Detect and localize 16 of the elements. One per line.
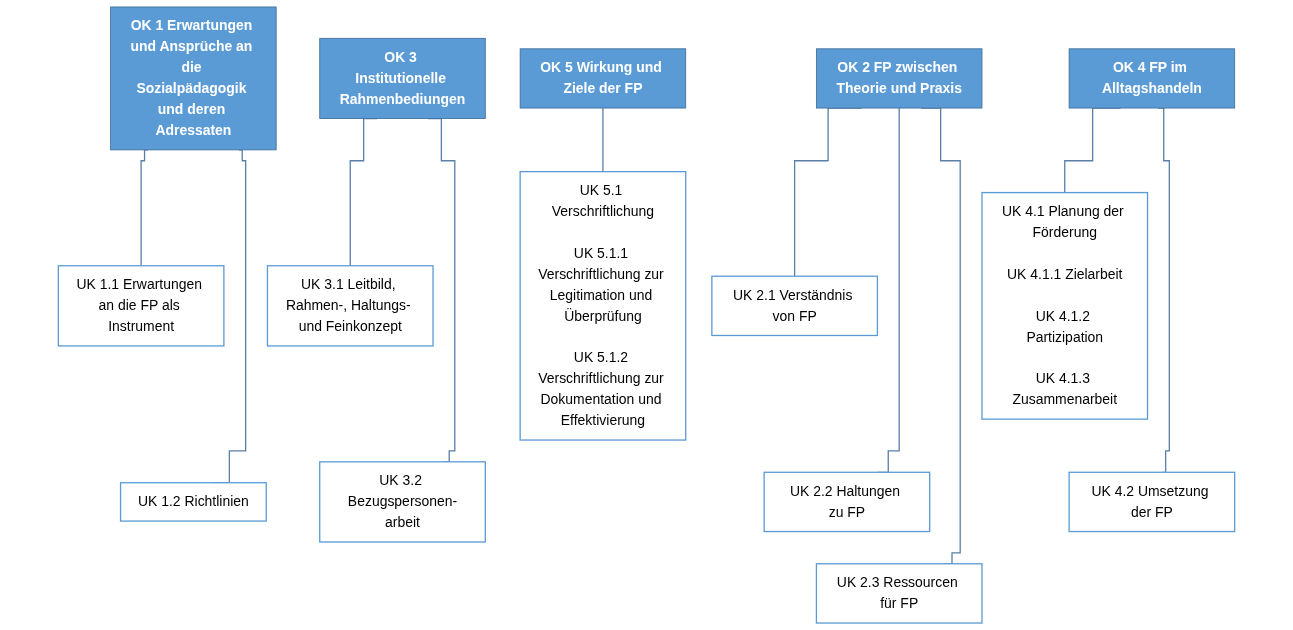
node-box: UK 2.2 Haltungen zu FP bbox=[763, 471, 931, 533]
node-box: OK 4 FP im Alltagshandeln bbox=[1068, 48, 1236, 109]
node-box: UK 3.2 Bezugspersonen-arbeit bbox=[319, 461, 486, 543]
node-box: UK 3.1 Leitbild, Rahmen-, Haltungs- und Feinkonzept bbox=[266, 265, 434, 347]
node-box: UK 2.3 Ressourcen für FP bbox=[815, 563, 983, 624]
node-box: UK 4.1 Planung der Förderung UK 4.1.1 Zielarbeit UK 4.1.2 Partizipation UK 4.1.3 Zusammenarbeit bbox=[981, 191, 1149, 420]
node-box: OK 3 Institutionelle Rahmenbediungen bbox=[319, 37, 486, 119]
node-box: UK 5.1 Verschriftlichung UK 5.1.1 Verschriftlichung zur Legitimation und Überprüfung UK 5.1.2 Verschriftlichung zur Dokumentation und Effektivierung bbox=[519, 171, 687, 441]
node-box: UK 2.1 Verständnis von FP bbox=[711, 275, 879, 337]
node-box: UK 1.2 Richtlinien bbox=[119, 482, 267, 522]
node-box: OK 5 Wirkung und Ziele der FP bbox=[519, 48, 687, 109]
node-box: UK 4.2 Umsetzung der FP bbox=[1068, 471, 1236, 533]
connector bbox=[602, 107, 604, 173]
node-box: OK 1 Erwartungen und Ansprüche an die Sozialpädagogik und deren Adressaten bbox=[110, 6, 277, 151]
node-box: OK 2 FP zwischen Theorie und Praxis bbox=[816, 48, 983, 109]
node-box: UK 1.1 Erwartungen an die FP als Instrument bbox=[57, 265, 225, 347]
